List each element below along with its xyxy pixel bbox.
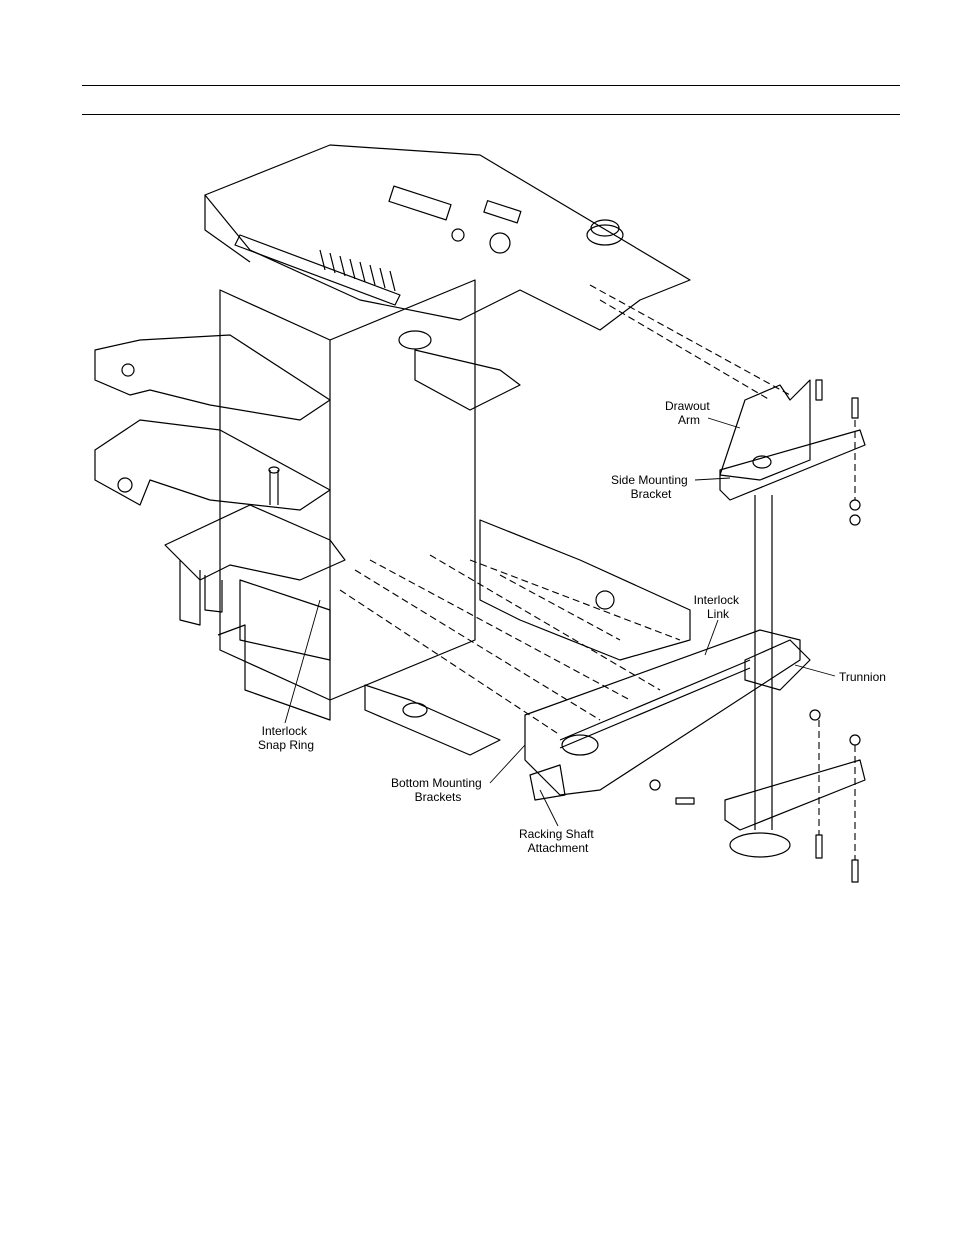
- leader-racking-shaft-attachment: [539, 789, 559, 827]
- assembly-line-1: [589, 284, 791, 396]
- leader-trunnion: [794, 664, 836, 677]
- side-mounting-bracket: [719, 429, 866, 501]
- top-plate-hole: [489, 232, 511, 254]
- left-side-plate-lower: [94, 419, 331, 511]
- assembly-line-8: [369, 559, 631, 701]
- callout-interlock-snap-ring: Interlock Snap Ring: [258, 724, 314, 752]
- assembly-line-9: [429, 554, 661, 691]
- assembly-line-7: [354, 569, 601, 721]
- top-plate-slot: [388, 185, 452, 221]
- callout-drawout-arm: Drawout Arm: [665, 399, 713, 427]
- interlock-pin-top: [268, 466, 280, 474]
- assembly-line-10: [469, 559, 681, 641]
- header-rule-top: [82, 85, 900, 86]
- interlock-link-rod: [559, 659, 751, 741]
- spring-rod: [234, 234, 401, 306]
- trunnion: [744, 639, 811, 691]
- bottom-pan-left: [217, 624, 331, 721]
- spring-coil: [319, 249, 396, 292]
- lower-plate-hole: [595, 590, 615, 610]
- bolt-3: [815, 834, 823, 859]
- leader-drawout-arm: [707, 417, 741, 429]
- leader-side-mounting-bracket: [694, 477, 731, 481]
- nut-3: [809, 709, 821, 721]
- drawout-arm: [719, 379, 811, 481]
- washer-1: [649, 779, 661, 791]
- nut-2: [849, 514, 861, 526]
- leader-interlock-snap-ring: [284, 599, 321, 724]
- bolt-2: [851, 397, 859, 419]
- interlock-tab: [179, 560, 201, 626]
- racking-shaft-collar: [561, 734, 599, 756]
- racking-shaft-end: [529, 764, 566, 801]
- pulley-top-rim: [590, 219, 620, 237]
- drawout-arm-nut: [752, 455, 772, 469]
- callout-trunnion: Trunnion: [839, 670, 886, 684]
- bolt-4: [851, 859, 859, 883]
- pulley-top: [586, 224, 624, 246]
- assembly-line-11: [499, 574, 621, 641]
- drawing-area: [93, 145, 887, 883]
- leader-bottom-mounting-brackets: [489, 744, 526, 784]
- callout-side-mounting-bracket: Side Mounting Bracket: [611, 473, 691, 501]
- left-plate-hole-2: [117, 477, 133, 493]
- lower-right-plate: [479, 519, 691, 661]
- interlock-tab-2: [204, 575, 223, 613]
- top-plate: [204, 144, 691, 331]
- bottom-foot-plate: [364, 684, 501, 756]
- left-plate-hole: [121, 363, 135, 377]
- pulley-middle: [398, 330, 432, 350]
- interlock-bracket: [239, 579, 331, 661]
- bottom-mounting-bracket: [524, 629, 801, 796]
- bolt-5: [675, 797, 695, 805]
- header-rule-bottom: [82, 114, 900, 115]
- pulley-bracket: [414, 349, 521, 411]
- bolt-1: [815, 379, 823, 401]
- interlock-pin: [269, 470, 279, 505]
- callout-racking-shaft-attachment: Racking Shaft Attachment: [519, 827, 597, 855]
- top-plate-slot-2: [483, 200, 522, 224]
- callout-interlock-link: Interlock Link: [694, 593, 743, 621]
- bottom-pulley: [402, 702, 428, 718]
- leader-interlock-link: [704, 619, 719, 656]
- interlock-link-rod-2: [559, 667, 751, 749]
- top-plate-hole-2: [451, 228, 465, 242]
- left-side-plate: [94, 334, 331, 421]
- lower-foot: [729, 832, 791, 858]
- callout-bottom-mounting-brackets: Bottom Mounting Brackets: [391, 776, 485, 804]
- lower-side-plate: [724, 759, 866, 831]
- top-plate-edge: [204, 195, 251, 263]
- vertical-shaft: [754, 495, 773, 830]
